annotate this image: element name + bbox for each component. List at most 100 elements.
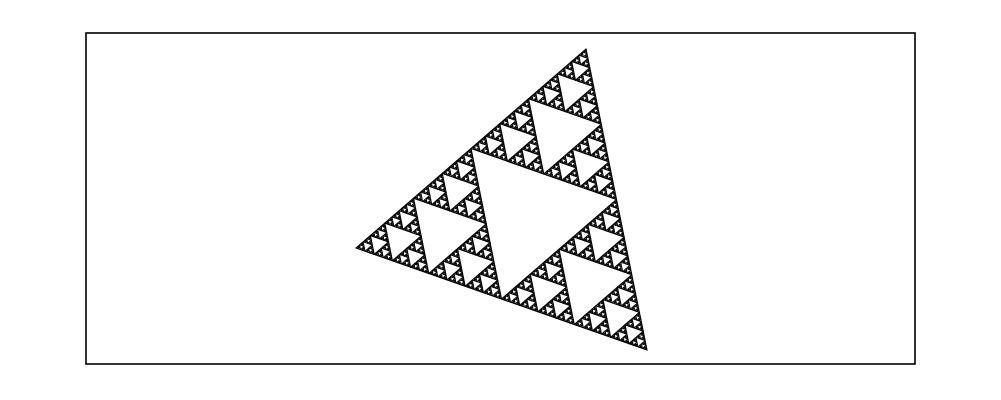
fractal-segment bbox=[442, 194, 448, 198]
fractal-segment bbox=[567, 64, 574, 67]
fractal-detail-mark bbox=[362, 247, 365, 250]
fractal-detail-mark bbox=[500, 133, 502, 137]
fractal-detail-mark bbox=[588, 235, 591, 237]
fractal-segment bbox=[616, 264, 619, 271]
fractal-detail-mark bbox=[425, 265, 428, 268]
fractal-detail-mark bbox=[401, 252, 404, 255]
fractal-detail-mark bbox=[417, 266, 420, 269]
fractal-segment bbox=[475, 276, 481, 279]
fractal-segment bbox=[493, 152, 498, 157]
fractal-detail-mark bbox=[633, 289, 635, 292]
fractal-segment bbox=[472, 179, 475, 185]
fractal-detail-mark bbox=[594, 97, 597, 100]
fractal-detail-mark bbox=[549, 168, 552, 171]
fractal-segment bbox=[616, 220, 622, 224]
fractal-detail-mark bbox=[456, 166, 458, 169]
fractal-detail-mark bbox=[553, 165, 555, 168]
fractal-segment bbox=[415, 229, 421, 232]
fractal-segment bbox=[589, 89, 596, 92]
fractal-detail-mark bbox=[594, 328, 597, 331]
fractal-segment bbox=[590, 133, 596, 136]
fractal-detail-mark bbox=[571, 110, 574, 114]
fractal-segment bbox=[549, 101, 556, 105]
fractal-segment bbox=[495, 126, 498, 132]
fractal-segment bbox=[618, 230, 624, 233]
fractal-segment bbox=[441, 187, 446, 192]
fractal-detail-mark bbox=[603, 332, 606, 335]
fractal-detail-mark bbox=[597, 259, 600, 262]
fractal-segment bbox=[478, 251, 481, 258]
fractal-segment bbox=[601, 313, 607, 318]
fractal-detail-mark bbox=[529, 131, 532, 134]
fractal-segment bbox=[624, 302, 630, 305]
fractal-segment bbox=[517, 151, 520, 158]
fractal-detail-mark bbox=[579, 232, 582, 234]
fractal-detail-mark bbox=[576, 178, 579, 181]
fractal-detail-mark bbox=[591, 249, 594, 251]
fractal-detail-mark bbox=[424, 199, 427, 202]
fractal-segment bbox=[590, 133, 592, 139]
fractal-segment bbox=[627, 277, 630, 284]
fractal-detail-mark bbox=[489, 248, 492, 251]
fractal-detail-mark bbox=[531, 140, 534, 143]
fractal-detail-mark bbox=[569, 162, 572, 165]
fractal-segment bbox=[571, 248, 574, 255]
fractal-detail-mark bbox=[434, 268, 437, 271]
fractal-detail-mark bbox=[609, 194, 612, 197]
fractal-segment bbox=[472, 215, 477, 220]
fractal-segment bbox=[461, 202, 466, 207]
fractal-segment bbox=[586, 114, 589, 120]
fractal-detail-mark bbox=[371, 250, 374, 253]
fractal-segment bbox=[575, 145, 582, 149]
diagram-frame bbox=[85, 32, 916, 365]
fractal-detail-mark bbox=[558, 106, 560, 109]
fractal-segment bbox=[631, 296, 637, 299]
fractal-detail-mark bbox=[442, 267, 445, 269]
fractal-detail-mark bbox=[443, 206, 446, 208]
fractal-detail-mark bbox=[466, 240, 469, 243]
fractal-detail-mark bbox=[531, 123, 535, 126]
fractal-segment bbox=[569, 239, 572, 246]
fractal-detail-mark bbox=[547, 303, 549, 306]
fractal-segment bbox=[590, 90, 596, 95]
fractal-segment bbox=[532, 139, 534, 145]
fractal-detail-mark bbox=[555, 280, 558, 283]
fractal-segment bbox=[484, 149, 489, 154]
fractal-segment bbox=[475, 146, 480, 151]
fractal-detail-mark bbox=[424, 260, 427, 263]
fractal-segment bbox=[406, 225, 412, 229]
fractal-detail-mark bbox=[487, 256, 489, 259]
fractal-segment bbox=[568, 317, 574, 321]
fractal-detail-mark bbox=[595, 312, 598, 314]
fractal-detail-mark bbox=[462, 283, 466, 285]
fractal-detail-mark bbox=[628, 288, 631, 291]
fractal-detail-mark bbox=[549, 85, 552, 88]
fractal-segment bbox=[418, 247, 425, 251]
fractal-detail-mark bbox=[615, 200, 618, 203]
fractal-detail-mark bbox=[466, 174, 468, 177]
fractal-detail-mark bbox=[531, 289, 534, 292]
fractal-detail-mark bbox=[529, 296, 531, 300]
fractal-detail-mark bbox=[370, 241, 372, 244]
fractal-detail-mark bbox=[555, 75, 559, 77]
fractal-segment bbox=[513, 298, 520, 302]
fractal-detail-mark bbox=[565, 288, 568, 290]
fractal-segment bbox=[571, 162, 576, 167]
fractal-detail-mark bbox=[615, 266, 618, 269]
fractal-detail-mark bbox=[477, 231, 480, 234]
fractal-detail-mark bbox=[512, 112, 515, 115]
fractal-detail-mark bbox=[585, 181, 588, 184]
fractal-detail-mark bbox=[607, 206, 610, 209]
fractal-detail-mark bbox=[376, 252, 379, 255]
fractal-detail-mark bbox=[632, 285, 635, 288]
fractal-detail-mark bbox=[429, 201, 432, 203]
fractal-detail-mark bbox=[585, 325, 588, 328]
fractal-detail-mark bbox=[376, 230, 379, 233]
fractal-detail-mark bbox=[609, 255, 612, 258]
fractal-segment bbox=[609, 184, 615, 189]
fractal-detail-mark bbox=[511, 124, 513, 127]
fractal-detail-mark bbox=[518, 284, 520, 287]
fractal-detail-mark bbox=[596, 128, 598, 131]
fractal-detail-mark bbox=[564, 73, 567, 76]
fractal-detail-mark bbox=[537, 151, 540, 154]
